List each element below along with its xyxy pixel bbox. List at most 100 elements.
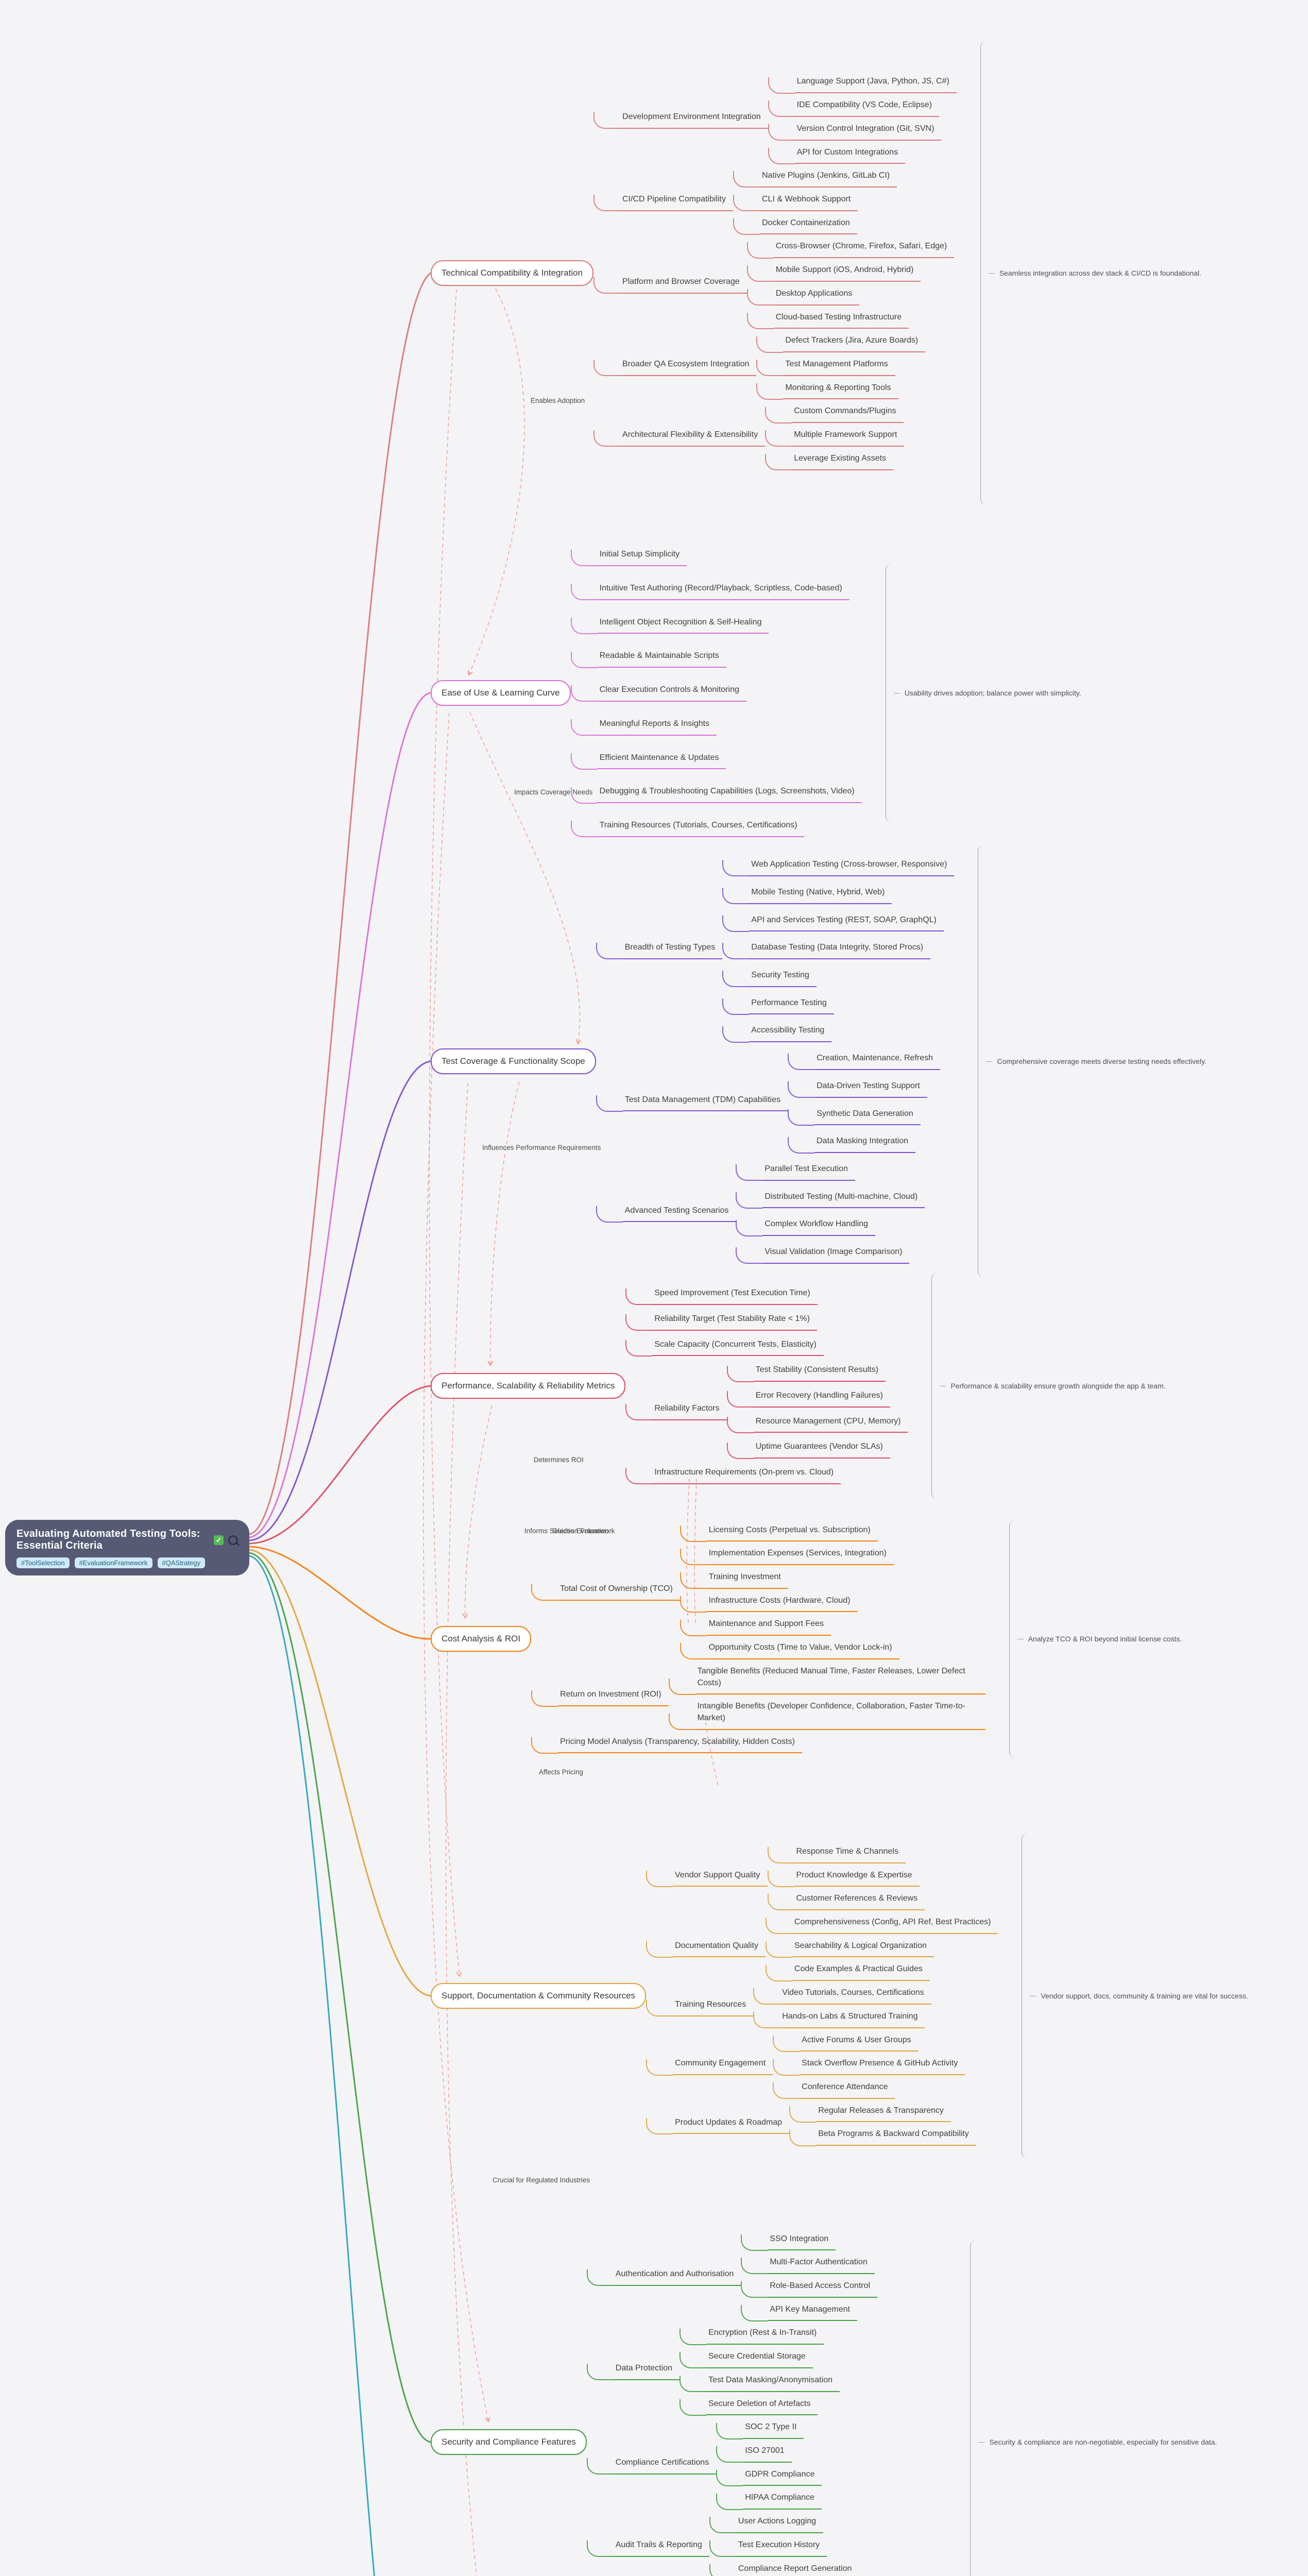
- subbranch-label[interactable]: Product Updates & Roadmap: [646, 2117, 790, 2134]
- map-node: Efficient Maintenance & Updates: [570, 744, 862, 778]
- branch-label[interactable]: Ease of Use & Learning Curve: [431, 680, 571, 706]
- branch-row-security: Security and Compliance Features Authenti…: [431, 2229, 1217, 2576]
- branch-label[interactable]: Technical Compatibility & Integration: [431, 260, 594, 286]
- subbranch-label[interactable]: Training Resources: [646, 1999, 754, 2016]
- check-icon: [214, 1535, 224, 1545]
- branch-label[interactable]: Support, Documentation & Community Resou…: [431, 1983, 647, 2009]
- map-node: Meaningful Reports & Insights: [570, 710, 862, 744]
- leaf-label: Test Stability (Consistent Results): [726, 1364, 886, 1382]
- leaf-label: SOC 2 Type II: [716, 2421, 804, 2439]
- leaf-label: Readable & Maintainable Scripts: [570, 650, 726, 668]
- branch-tree: Technical Compatibility & Integration Dev…: [431, 73, 957, 473]
- branch-row-technical: Technical Compatibility & Integration Dev…: [431, 30, 1201, 516]
- map-node: API Key Management: [741, 2301, 877, 2325]
- map-node: Support, Documentation & Community Resou…: [431, 1843, 998, 2149]
- branch-tree: Support, Documentation & Community Resou…: [431, 1843, 998, 2149]
- subbranch-label[interactable]: Data Protection: [586, 2363, 680, 2380]
- subbranch-label[interactable]: Documentation Quality: [646, 1940, 766, 1958]
- leaf-label: Test Management Platforms: [756, 359, 895, 376]
- leaf-label: Defect Trackers (Jira, Azure Boards): [756, 335, 926, 353]
- subbranch-label[interactable]: Total Cost of Ownership (TCO): [531, 1583, 680, 1601]
- map-node: Readable & Maintainable Scripts: [570, 642, 862, 676]
- map-node: Training Resources (Tutorials, Courses, …: [570, 811, 862, 845]
- subbranch-label[interactable]: Breadth of Testing Types: [596, 942, 723, 960]
- leaf-label: Visual Validation (Image Comparison): [736, 1246, 910, 1264]
- leaf-label: Intelligent Object Recognition & Self-He…: [570, 617, 769, 634]
- leaf-label: Leverage Existing Assets: [765, 453, 893, 470]
- subbranch-label[interactable]: Audit Trails & Reporting: [586, 2539, 709, 2557]
- map-node: Performance, Scalability & Reliability M…: [431, 1283, 908, 1488]
- tag-chip: #ToolSelection: [16, 1557, 70, 1568]
- leaf-label: Language Support (Java, Python, JS, C#): [768, 76, 957, 94]
- map-node: Stack Overflow Presence & GitHub Activit…: [773, 2055, 965, 2078]
- map-node: Pricing Model Analysis (Transparency, Sc…: [531, 1733, 986, 1757]
- map-node: IDE Compatibility (VS Code, Eclipse): [768, 96, 957, 120]
- subbranch-label[interactable]: Community Engagement: [646, 2058, 773, 2076]
- subbranch-label[interactable]: Test Data Management (TDM) Capabilities: [596, 1094, 788, 1112]
- branch-tree: Security and Compliance Features Authenti…: [431, 2230, 946, 2576]
- summary-text: Vendor support, docs, community & traini…: [1030, 1992, 1248, 2000]
- map-node: Custom Commands/Plugins: [765, 402, 904, 426]
- leaf-label: IDE Compatibility (VS Code, Eclipse): [768, 99, 939, 117]
- branch-label[interactable]: Performance, Scalability & Reliability M…: [431, 1373, 626, 1399]
- map-node: Data Masking Integration: [788, 1130, 940, 1158]
- summary-text: Usability drives adoption; balance power…: [894, 689, 1081, 697]
- subbranch-label[interactable]: Development Environment Integration: [593, 111, 768, 129]
- leaf-label: API Key Management: [741, 2304, 857, 2321]
- map-node: Multiple Framework Support: [765, 426, 905, 450]
- branch-label[interactable]: Security and Compliance Features: [431, 2429, 587, 2455]
- map-node: Hands-on Labs & Structured Training: [753, 2008, 931, 2031]
- branch-row-performance: Performance, Scalability & Reliability M…: [431, 1261, 1166, 1511]
- map-node: Platform and Browser Coverage Cross-Brows…: [593, 238, 957, 332]
- leaf-label: Performance Testing: [722, 997, 834, 1015]
- map-node: Training Investment: [680, 1568, 899, 1592]
- leaf-label: Cloud-based Testing Infrastructure: [746, 312, 909, 329]
- branch-label[interactable]: Cost Analysis & ROI: [431, 1626, 532, 1652]
- branch-row-support-docs: Support, Documentation & Community Resou…: [431, 1822, 1248, 2170]
- subbranch-label[interactable]: Vendor Support Quality: [645, 1870, 768, 1887]
- leaf-label: Code Examples & Practical Guides: [765, 1963, 930, 1981]
- map-node: Intuitive Test Authoring (Record/Playbac…: [570, 574, 862, 608]
- map-node: Language Support (Java, Python, JS, C#): [768, 73, 957, 96]
- subbranch-label[interactable]: Architectural Flexibility & Extensibilit…: [593, 429, 766, 447]
- leaf-label: Error Recovery (Handling Failures): [726, 1390, 890, 1408]
- leaf-label: Debugging & Troubleshooting Capabilities…: [570, 786, 862, 804]
- subbranch-label[interactable]: Return on Investment (ROI): [531, 1689, 669, 1707]
- leaf-label: Cross-Browser (Chrome, Firefox, Safari, …: [746, 241, 955, 259]
- map-node: Response Time & Channels: [767, 1843, 925, 1867]
- subbranch-label[interactable]: Advanced Testing Scenarios: [596, 1205, 736, 1223]
- map-node: Parallel Test Execution: [736, 1158, 925, 1186]
- branch-tree: Performance, Scalability & Reliability M…: [431, 1283, 908, 1488]
- subbranch-label[interactable]: CI/CD Pipeline Compatibility: [593, 194, 733, 211]
- map-node: API and Services Testing (REST, SOAP, Gr…: [722, 909, 954, 937]
- central-node[interactable]: Evaluating Automated Testing Tools: Esse…: [5, 1520, 249, 1575]
- map-node: Performance Testing: [722, 992, 954, 1020]
- map-node: Accessibility Testing: [722, 1020, 954, 1047]
- subbranch-label[interactable]: Compliance Certifications: [586, 2457, 717, 2475]
- map-node: Database Testing (Data Integrity, Stored…: [722, 937, 954, 964]
- subbranch-label[interactable]: Authentication and Authorisation: [586, 2268, 741, 2286]
- crosslink-label: Crucial for Regulated Industries: [492, 2176, 590, 2184]
- subbranch-label[interactable]: Platform and Browser Coverage: [593, 276, 747, 294]
- crosslink-label: Impacts Coverage Needs: [514, 788, 593, 796]
- leaf-label: Response Time & Channels: [767, 1846, 906, 1863]
- leaf-label: Clear Execution Controls & Monitoring: [570, 684, 746, 702]
- leaf-label: Training Investment: [680, 1571, 788, 1589]
- map-node: User Actions Logging: [709, 2513, 859, 2536]
- map-node: SSO Integration: [741, 2230, 877, 2254]
- summary-brace: [1009, 1520, 1016, 1758]
- branch-label[interactable]: Test Coverage & Functionality Scope: [431, 1048, 596, 1074]
- subbranch-label[interactable]: Reliability Factors: [625, 1403, 727, 1420]
- crosslink-label: Affects Pricing: [539, 1768, 584, 1776]
- leaf-label: CLI & Webhook Support: [733, 194, 858, 211]
- branch-row-test-coverage: Test Coverage & Functionality Scope Bread…: [431, 834, 1207, 1289]
- leaf-label: Docker Containerization: [733, 217, 857, 235]
- central-title: Evaluating Automated Testing Tools: Esse…: [16, 1528, 200, 1551]
- leaf-label: Native Plugins (Jenkins, GitLab CI): [733, 170, 897, 188]
- map-node: Product Knowledge & Expertise: [767, 1867, 925, 1890]
- map-node: Defect Trackers (Jira, Azure Boards): [756, 332, 926, 355]
- subbranch-label[interactable]: Broader QA Ecosystem Integration: [593, 359, 757, 376]
